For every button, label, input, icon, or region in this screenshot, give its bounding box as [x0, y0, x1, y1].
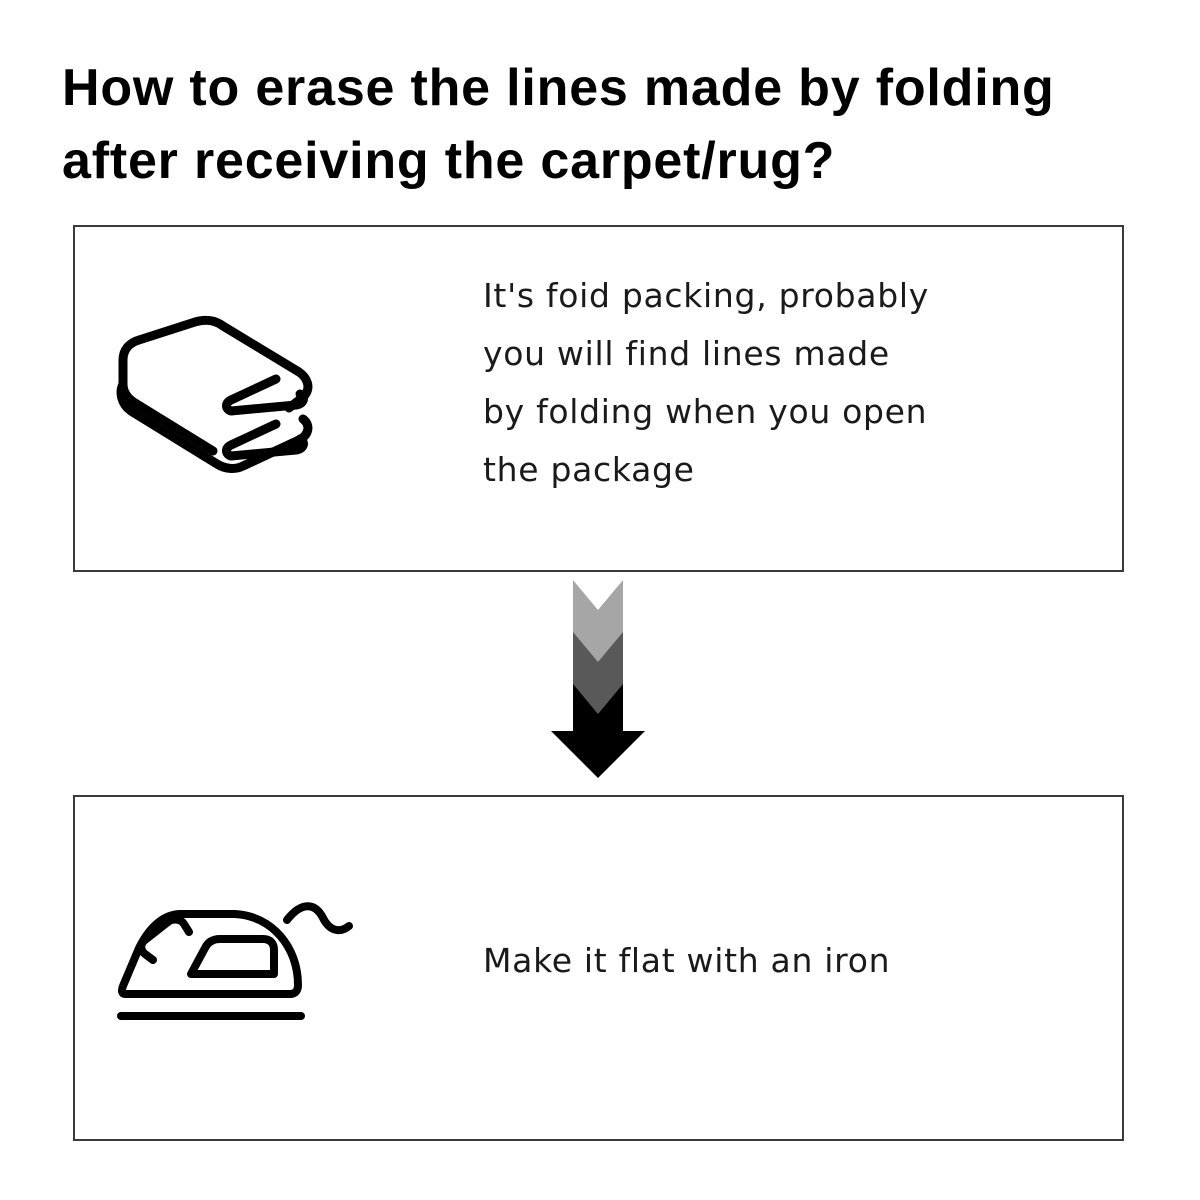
step-panel-2: Make it flat with an iron — [73, 795, 1124, 1141]
step-1-text-line-3: by folding when you open — [483, 392, 928, 431]
chevron-light-icon — [573, 580, 623, 664]
downward-flow-arrow — [548, 576, 648, 782]
folded-textiles-icon — [113, 312, 343, 492]
step-1-text-line-4: the package — [483, 450, 695, 489]
step-1-text-line-1: It's foid packing, probably — [483, 276, 929, 315]
chevron-medium-icon — [573, 632, 623, 716]
step-1-description: It's foid packing, probably you will fin… — [483, 267, 1083, 499]
step-panel-1: It's foid packing, probably you will fin… — [73, 225, 1124, 572]
iron-icon — [115, 892, 375, 1037]
step-2-text-line-1: Make it flat with an iron — [483, 941, 891, 980]
page-title: How to erase the lines made by folding a… — [62, 52, 1172, 198]
page-title-line-2: after receiving the carpet/rug? — [62, 132, 836, 190]
step-1-text-line-2: you will find lines made — [483, 334, 890, 373]
step-2-description: Make it flat with an iron — [483, 932, 1083, 990]
arrow-solid-icon — [551, 684, 645, 778]
page-title-line-1: How to erase the lines made by folding — [62, 59, 1055, 117]
